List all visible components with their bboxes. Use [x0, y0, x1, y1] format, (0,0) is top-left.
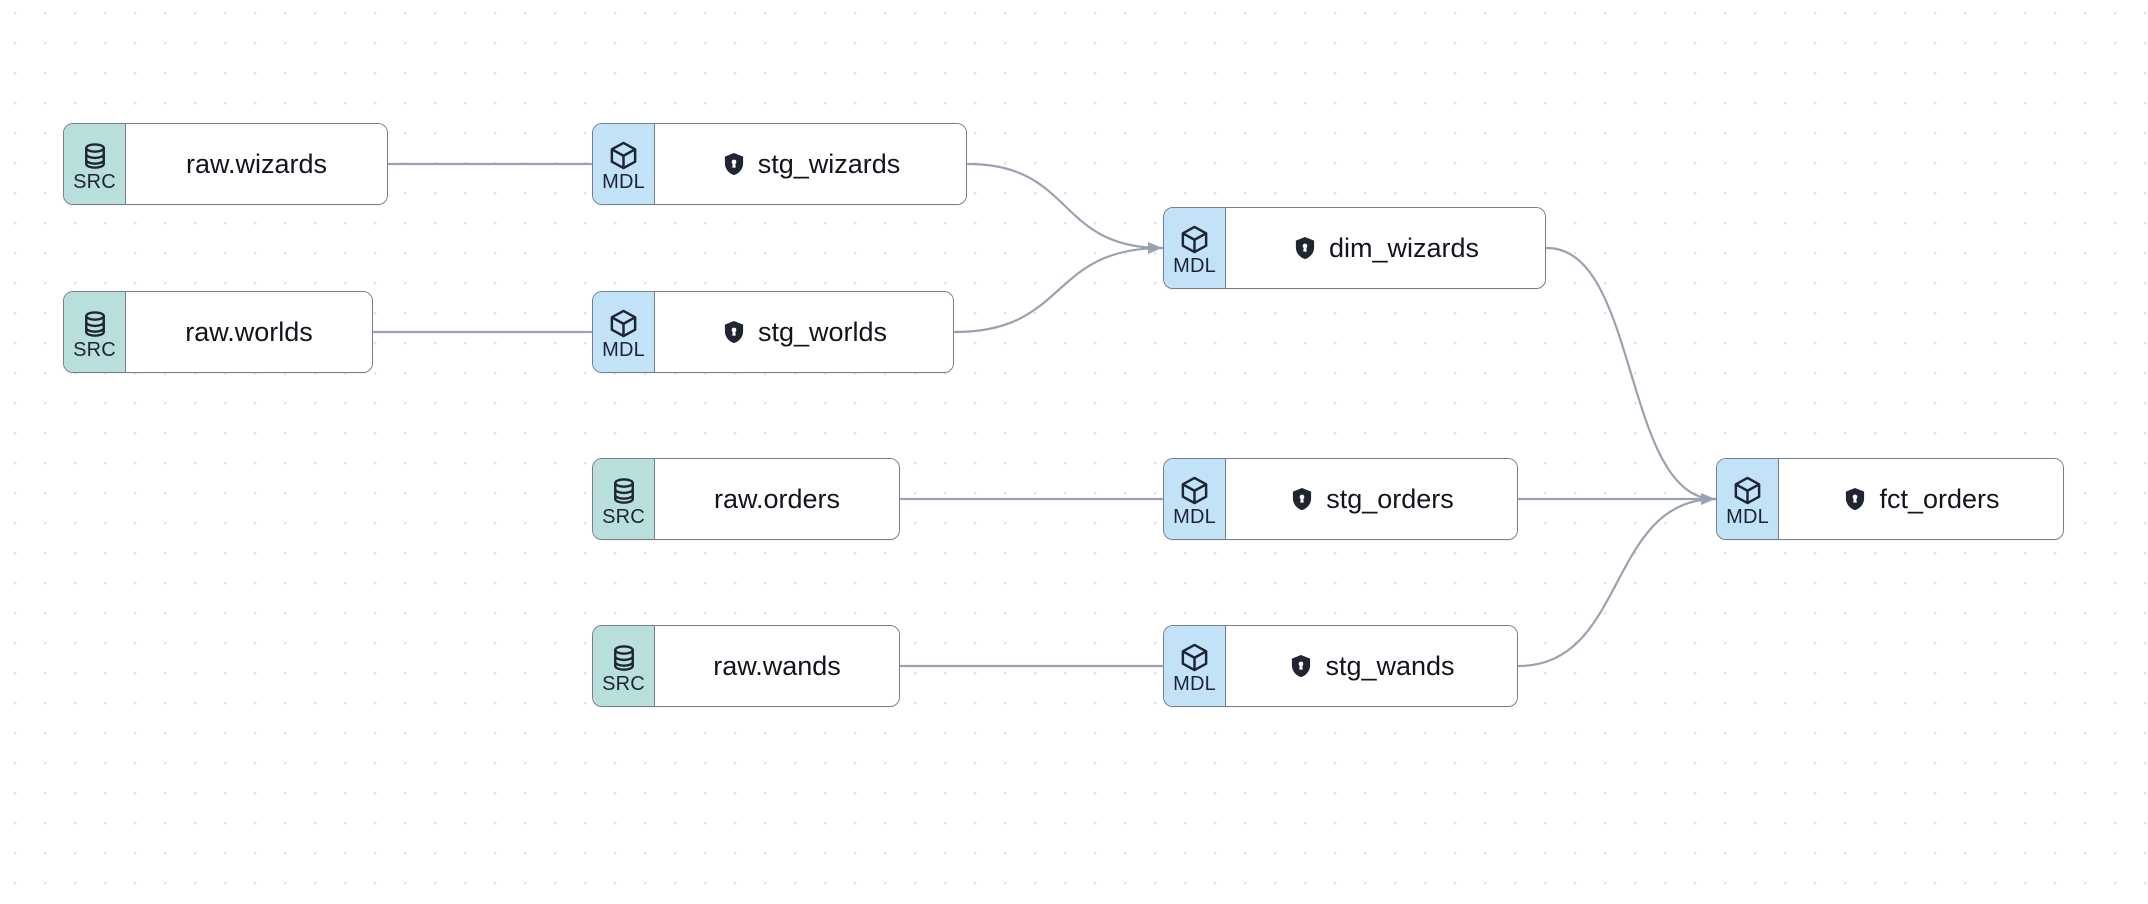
- cube-icon: [1179, 224, 1210, 255]
- lineage-edge-stg_wizards-to-dim_wizards: [966, 162, 1164, 254]
- lineage-node-stg_wands[interactable]: MDL stg_wands: [1163, 625, 1518, 707]
- cube-icon: [1179, 642, 1210, 673]
- node-label: stg_wands: [1325, 650, 1455, 681]
- database-icon: [609, 643, 639, 673]
- node-type-label: MDL: [602, 171, 645, 193]
- node-body: raw.wands: [655, 626, 899, 706]
- shield-lock-icon: [721, 151, 747, 177]
- node-label: raw.wands: [713, 650, 841, 681]
- node-type-label: MDL: [1173, 673, 1216, 695]
- database-icon: [80, 141, 110, 171]
- shield-lock-icon: [1842, 486, 1868, 512]
- node-label: raw.wizards: [185, 148, 328, 179]
- node-type-label: MDL: [1173, 255, 1216, 277]
- node-label: stg_wizards: [757, 148, 901, 179]
- node-body: stg_worlds: [655, 292, 953, 372]
- node-body: fct_orders: [1779, 459, 2063, 539]
- cube-icon: [1179, 475, 1210, 506]
- node-label: raw.orders: [713, 483, 841, 514]
- node-type-badge-src: SRC: [593, 459, 655, 539]
- node-type-badge-mdl: MDL: [593, 124, 655, 204]
- node-type-label: SRC: [73, 170, 116, 193]
- lineage-node-stg_wizards[interactable]: MDL stg_wizards: [592, 123, 967, 205]
- node-type-label: MDL: [602, 339, 645, 361]
- lineage-node-fct_orders[interactable]: MDL fct_orders: [1716, 458, 2064, 540]
- node-body: raw.orders: [655, 459, 899, 539]
- lineage-node-raw_wizards[interactable]: SRC raw.wizards: [63, 123, 388, 205]
- node-type-label: SRC: [602, 505, 645, 528]
- lineage-edge-stg_worlds-to-dim_wizards: [953, 242, 1164, 334]
- node-type-label: MDL: [1173, 506, 1216, 528]
- lineage-edge-dim_wizards-to-fct_orders: [1545, 246, 1717, 505]
- shield-lock-icon: [1292, 235, 1318, 261]
- node-type-badge-mdl: MDL: [1164, 459, 1226, 539]
- node-label: dim_wizards: [1328, 232, 1480, 263]
- node-type-badge-mdl: MDL: [593, 292, 655, 372]
- lineage-node-raw_orders[interactable]: SRC raw.orders: [592, 458, 900, 540]
- database-icon: [80, 309, 110, 339]
- node-body: raw.worlds: [126, 292, 372, 372]
- cube-icon: [1732, 475, 1763, 506]
- node-type-badge-mdl: MDL: [1717, 459, 1779, 539]
- node-label: fct_orders: [1879, 483, 2000, 514]
- shield-lock-icon: [1289, 486, 1315, 512]
- node-body: stg_wizards: [655, 124, 966, 204]
- node-type-badge-mdl: MDL: [1164, 626, 1226, 706]
- lineage-node-dim_wizards[interactable]: MDL dim_wizards: [1163, 207, 1546, 289]
- node-type-badge-src: SRC: [64, 292, 126, 372]
- lineage-edge-stg_wands-to-fct_orders: [1517, 493, 1717, 668]
- node-type-badge-src: SRC: [64, 124, 126, 204]
- node-label: stg_worlds: [757, 316, 888, 347]
- node-type-label: SRC: [73, 338, 116, 361]
- node-label: stg_orders: [1326, 483, 1454, 514]
- node-label: raw.worlds: [185, 316, 313, 347]
- shield-lock-icon: [721, 319, 747, 345]
- node-body: stg_orders: [1226, 459, 1517, 539]
- lineage-node-stg_worlds[interactable]: MDL stg_worlds: [592, 291, 954, 373]
- node-body: stg_wands: [1226, 626, 1517, 706]
- node-type-badge-src: SRC: [593, 626, 655, 706]
- node-type-badge-mdl: MDL: [1164, 208, 1226, 288]
- cube-icon: [608, 140, 639, 171]
- node-type-label: MDL: [1726, 506, 1769, 528]
- node-type-label: SRC: [602, 672, 645, 695]
- lineage-node-raw_worlds[interactable]: SRC raw.worlds: [63, 291, 373, 373]
- lineage-node-raw_wands[interactable]: SRC raw.wands: [592, 625, 900, 707]
- shield-lock-icon: [1288, 653, 1314, 679]
- lineage-node-stg_orders[interactable]: MDL stg_orders: [1163, 458, 1518, 540]
- database-icon: [609, 476, 639, 506]
- node-body: dim_wizards: [1226, 208, 1545, 288]
- node-body: raw.wizards: [126, 124, 387, 204]
- cube-icon: [608, 308, 639, 339]
